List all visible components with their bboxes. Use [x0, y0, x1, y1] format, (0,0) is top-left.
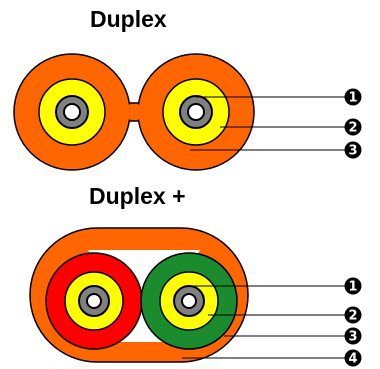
left-fiber-core — [63, 103, 81, 121]
marker-3: 3 — [344, 141, 362, 159]
svg-text:1: 1 — [348, 280, 357, 295]
svg-text:1: 1 — [348, 91, 357, 106]
duplex-plus-cable: 1 2 3 4 — [29, 227, 362, 367]
marker-1: 1 — [344, 88, 362, 106]
left-fiber-core-2 — [86, 293, 102, 309]
svg-text:3: 3 — [348, 330, 357, 345]
duplex-plus-title: Duplex + — [89, 183, 186, 209]
marker-b1: 1 — [344, 277, 362, 295]
duplex-title: Duplex — [90, 6, 167, 32]
marker-b2: 2 — [344, 306, 362, 324]
marker-b3: 3 — [344, 327, 362, 345]
right-fiber-core-2 — [181, 293, 197, 309]
duplex-cable: 1 2 3 — [13, 53, 362, 171]
svg-text:4: 4 — [348, 352, 357, 367]
marker-b4: 4 — [344, 349, 362, 367]
bridge-fill — [127, 104, 141, 120]
svg-text:2: 2 — [348, 309, 357, 324]
svg-text:3: 3 — [348, 144, 357, 159]
right-fiber-core — [187, 103, 205, 121]
svg-text:2: 2 — [348, 121, 357, 136]
marker-2: 2 — [344, 118, 362, 136]
